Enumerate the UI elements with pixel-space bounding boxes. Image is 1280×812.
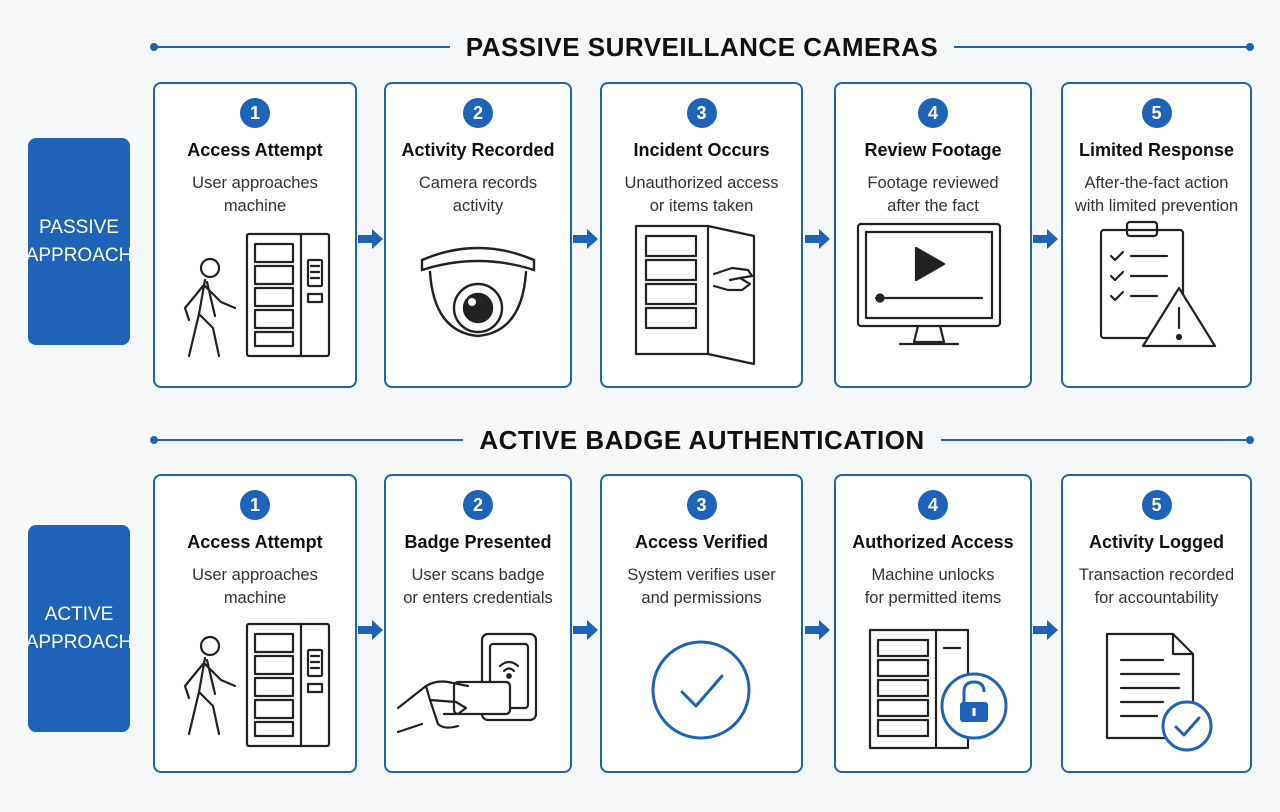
step-description: User scans badge or enters credentials (403, 566, 553, 607)
checklist-warning-icon (1099, 220, 1217, 348)
step-number-badge: 1 (240, 490, 270, 520)
title-rule-left (149, 436, 464, 444)
badge-reader-icon (396, 632, 538, 734)
title-rule-right (940, 436, 1255, 444)
approach-label-active: ACTIVE APPROACH (25, 525, 133, 732)
monitor-play-icon (856, 222, 1002, 346)
step-title: Activity Recorded (401, 140, 555, 160)
step-card: 4 Authorized Access Machine unlocks for … (834, 474, 1032, 773)
step-description: Footage reviewed after the fact (867, 174, 999, 215)
arrow-right-icon (358, 620, 383, 640)
step-number-badge: 5 (1141, 98, 1172, 128)
approach-label-line2: APPROACH (25, 631, 133, 653)
step-card: 2 Badge Presented User scans badge or en… (384, 474, 572, 773)
check-circle-icon (651, 640, 751, 740)
open-machine-hand-icon (634, 224, 756, 366)
section-heading: ACTIVE BADGE AUTHENTICATION (479, 424, 925, 455)
step-card: 3 Incident Occurs Unauthorized access or… (600, 82, 803, 388)
step-title: Access Attempt (187, 140, 323, 160)
step-card: 4 Review Footage Footage reviewed after … (834, 82, 1032, 388)
machine-unlock-icon (868, 628, 1008, 750)
section-title-active: ACTIVE BADGE AUTHENTICATION (149, 424, 1255, 455)
document-check-icon (1105, 632, 1213, 752)
person-vending-machine-icon (183, 232, 331, 358)
step-number-badge: 3 (686, 98, 717, 128)
section-heading: PASSIVE SURVEILLANCE CAMERAS (465, 31, 939, 62)
step-number-badge: 2 (463, 490, 493, 520)
approach-label-line2: APPROACH (25, 244, 133, 266)
step-description: User approaches machine (192, 174, 318, 215)
step-description: User approaches machine (192, 566, 318, 607)
step-description: System verifies user and permissions (627, 566, 776, 607)
step-number-badge: 2 (463, 98, 493, 128)
title-rule-right (954, 43, 1254, 51)
step-description: After-the-fact action with limited preve… (1074, 174, 1239, 215)
step-title: Limited Response (1078, 140, 1235, 160)
step-card: 1 Access Attempt User approaches machine (153, 474, 357, 773)
step-number-badge: 4 (918, 98, 948, 128)
arrow-right-icon (358, 229, 383, 249)
step-title: Review Footage (864, 140, 1002, 160)
arrow-right-icon (805, 620, 830, 640)
step-number-badge: 5 (1141, 490, 1172, 520)
step-card: 5 Activity Logged Transaction recorded f… (1061, 474, 1252, 773)
arrow-right-icon (573, 229, 598, 249)
approach-label-line1: ACTIVE (44, 603, 114, 625)
arrow-right-icon (1033, 620, 1058, 640)
step-description: Transaction recorded for accountability (1078, 566, 1235, 607)
person-vending-machine-icon (183, 622, 331, 748)
step-title: Badge Presented (404, 532, 552, 552)
section-title-passive: PASSIVE SURVEILLANCE CAMERAS (150, 31, 1254, 62)
step-card: 5 Limited Response After-the-fact action… (1061, 82, 1252, 388)
step-description: Unauthorized access or items taken (624, 174, 779, 215)
approach-label-passive: PASSIVE APPROACH (25, 138, 133, 345)
step-number-badge: 1 (240, 98, 270, 128)
step-card: 3 Access Verified System verifies user a… (600, 474, 803, 773)
title-rule-left (150, 43, 450, 51)
step-title: Access Verified (634, 532, 769, 552)
dome-camera-icon (420, 246, 536, 338)
step-title: Activity Logged (1088, 532, 1224, 552)
step-number-badge: 4 (918, 490, 948, 520)
step-title: Incident Occurs (633, 140, 770, 160)
arrow-right-icon (1033, 229, 1058, 249)
arrow-right-icon (573, 620, 598, 640)
step-description: Camera records activity (418, 174, 538, 215)
step-title: Authorized Access (852, 532, 1014, 552)
approach-label-line1: PASSIVE (39, 216, 119, 238)
step-description: Machine unlocks for permitted items (864, 566, 1002, 607)
step-card: 1 Access Attempt User approaches machine (153, 82, 357, 388)
step-number-badge: 3 (686, 490, 717, 520)
step-title: Access Attempt (187, 532, 323, 552)
step-card: 2 Activity Recorded Camera records activ… (384, 82, 572, 388)
arrow-right-icon (805, 229, 830, 249)
